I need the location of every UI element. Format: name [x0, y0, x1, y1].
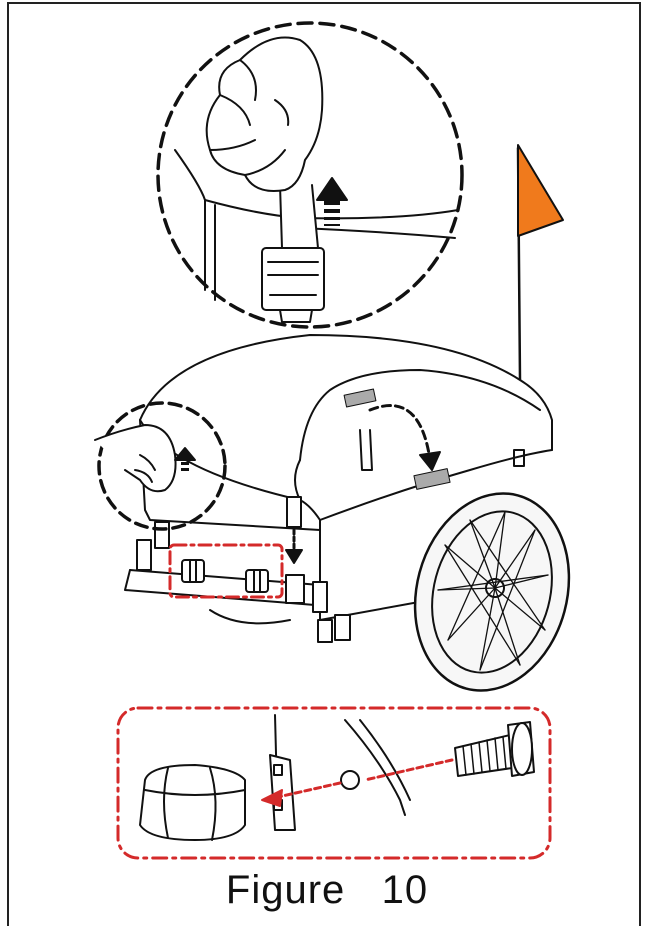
bumper-highlight [168, 543, 284, 599]
axle-bolt-detail [116, 706, 552, 860]
hand-icon [205, 36, 324, 192]
wheel-icon [413, 492, 571, 692]
arrow-up-icon [316, 177, 348, 226]
front-clip-callout [94, 401, 227, 531]
bolt-icon [454, 721, 535, 777]
figure-caption: Figure 10 [225, 868, 429, 912]
figure-frame [7, 2, 641, 926]
strap-buckle-icon [261, 184, 325, 323]
bumper-slots [181, 559, 269, 593]
strap-detail-callout [156, 21, 464, 329]
end-cap-icon [139, 764, 246, 841]
